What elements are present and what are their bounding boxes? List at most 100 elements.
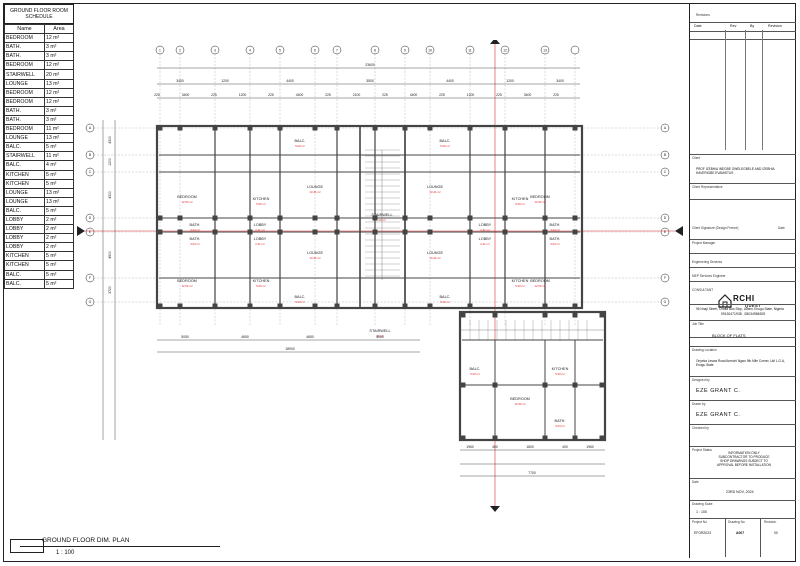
room-area-label: 5.00 m² <box>555 372 565 376</box>
bottom-dimension: 4650 <box>306 335 314 339</box>
wall <box>467 215 473 221</box>
left-dimension: 4900 <box>108 251 112 259</box>
top-dimension: 1200 <box>506 79 514 83</box>
schedule-row: BATH.3 m² <box>4 105 74 116</box>
room-label: BATH. <box>190 237 201 241</box>
project-no: EFOR2023 <box>694 531 711 535</box>
schedule-room-name: BATH. <box>4 105 45 116</box>
grid-axis-bubble <box>660 150 670 160</box>
wall <box>427 229 433 235</box>
schedule-room-area: 13 m² <box>44 78 74 89</box>
grid-axis-bubble <box>540 45 550 55</box>
grid-axis-bubble <box>310 45 320 55</box>
room-label: BALC. <box>295 139 306 143</box>
revision-label: Revision <box>764 520 777 524</box>
room-label: LOBBY <box>254 223 267 227</box>
job-title-block: Job Title BLOCK OF FLATS <box>690 321 796 347</box>
room-area-label: 5.00 m² <box>515 202 525 206</box>
lower-dimension: 1800 <box>526 445 534 449</box>
grid-axis-number: 2 <box>179 49 181 53</box>
room-label: LOBBY <box>479 223 492 227</box>
room-label: BALC. <box>470 367 481 371</box>
grid-axis-bubble <box>660 297 670 307</box>
room-area-label: 2.41 m² <box>255 242 265 246</box>
wall <box>572 125 578 131</box>
schedule-room-area: 2 m² <box>44 224 74 235</box>
top-dimension-detail: 225 <box>496 93 502 97</box>
top-dimension-detail: 4400 <box>296 93 304 97</box>
room-label: KITCHEN <box>552 367 569 371</box>
schedule-room-area: 13 m² <box>44 187 74 198</box>
wall <box>492 312 498 318</box>
mep-block: MEP Services Engineer <box>690 268 796 282</box>
schedule-room-area: 3 m² <box>44 42 74 53</box>
grid-axis-number: 8 <box>374 49 376 53</box>
schedule-row: BALC.4 m² <box>4 160 74 171</box>
room-area-label: 12.53 m² <box>181 284 192 288</box>
schedule-room-area: 2 m² <box>44 242 74 253</box>
wall <box>157 229 163 235</box>
consultant-address-block: 96 Nnaji Street, Chaffa Bus Stop, Uwani,… <box>690 304 796 321</box>
status-value: INFORMATION ONLY SUBCONTRACTOR TO PRODUC… <box>717 451 771 467</box>
grid-axis-number: 9 <box>404 49 406 53</box>
grid-axis-letter: F <box>89 276 91 280</box>
wall <box>334 215 340 221</box>
pm-label: Project Manager <box>692 241 716 245</box>
section-arrow-icon <box>675 226 683 236</box>
client-signature-block: Client Signature (Design Freeze) Date <box>690 200 796 240</box>
room-label: LOBBY <box>479 237 492 241</box>
room-label: LOUNGE <box>307 251 324 255</box>
schedule-room-name: BATH. <box>4 42 45 53</box>
location-value: Onyeka Leswa Road Amechi Ngwo 9th Mile C… <box>696 359 785 367</box>
room-area-label: 2.41 m² <box>480 228 490 232</box>
client-value: PROF IZEBHIA INEGBE OWELEGBELE AND IZEBH… <box>696 167 775 175</box>
schedule-row: BATH.3 m² <box>4 42 74 53</box>
grid-axis-bubble <box>332 45 342 55</box>
schedule-title: GROUND FLOOR ROOM SCHEDULE <box>4 4 74 24</box>
grid-axis-letter: D <box>664 216 667 220</box>
room-label: BEDROOM <box>177 279 197 283</box>
room-area-label: 3.04 m² <box>550 228 560 232</box>
grid-axis-letter: B <box>664 153 667 157</box>
top-dimension-detail: 225 <box>268 93 274 97</box>
wall <box>247 215 253 221</box>
grid-axis-letter: B <box>89 153 92 157</box>
schedule-room-name: LOUNGE <box>4 133 45 144</box>
sheet-frame <box>3 3 796 562</box>
wall <box>402 229 408 235</box>
logo-text-secondary: QUEST <box>745 303 762 308</box>
room-area-label: 11 m² <box>377 334 384 338</box>
grid-axis-letter: E <box>89 230 92 234</box>
wall-outline <box>458 310 607 442</box>
left-dimension: 4300 <box>108 136 112 144</box>
client-signature-date-label: Date <box>778 226 785 230</box>
schedule-room-area: 12 m² <box>44 87 74 98</box>
schedule-room-name: LOUNGE <box>4 187 45 198</box>
designed-by: EZE GRANT C. <box>696 388 741 394</box>
wall <box>542 125 548 131</box>
schedule-room-name: LOBBY <box>4 242 45 253</box>
room-area-label: 13.44 m² <box>429 190 440 194</box>
grid-axis-bubble <box>500 45 510 55</box>
room-label: BATH. <box>555 419 566 423</box>
schedule-room-name: LOBBY <box>4 233 45 244</box>
schedule-col-area: Area <box>44 23 74 35</box>
grid-axis-number: 12 <box>503 49 507 53</box>
room-area-label: 5.00 m² <box>256 202 266 206</box>
wall <box>572 303 578 309</box>
wall <box>542 382 548 388</box>
room-label: BALC. <box>440 295 451 299</box>
bottom-dimension: 4650 <box>241 335 249 339</box>
grid-axis-bubble <box>245 45 255 55</box>
walls <box>155 124 607 442</box>
wall <box>542 229 548 235</box>
date-label: Date <box>692 480 699 484</box>
schedule-room-name: BATH. <box>4 51 45 62</box>
location-block: Drawing Location Onyeka Leswa Road Amech… <box>690 347 796 377</box>
schedule-room-name: BALC. <box>4 160 45 171</box>
